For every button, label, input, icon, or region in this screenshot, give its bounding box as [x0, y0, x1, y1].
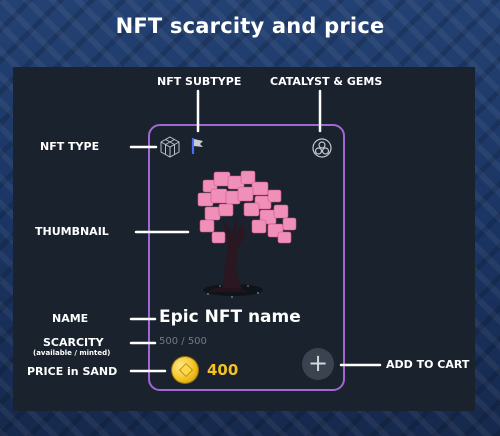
wireframe-cube-icon	[160, 136, 180, 158]
add-to-cart-button[interactable]: +	[302, 348, 334, 380]
label-add-to-cart: ADD TO CART	[386, 358, 470, 371]
thumbnail-tree	[197, 170, 297, 298]
nft-scarcity: 500 / 500	[159, 336, 207, 347]
nft-name: Epic NFT name	[159, 307, 301, 327]
label-scarcity: SCARCITY	[43, 336, 104, 349]
petal-sparkles	[207, 285, 259, 298]
leader-lines	[129, 89, 382, 373]
page-title: NFT scarcity and price	[115, 14, 385, 38]
plus-icon: +	[307, 349, 329, 377]
label-nft-type: NFT TYPE	[40, 140, 100, 153]
label-catalyst-gems: CATALYST & GEMS	[270, 75, 383, 88]
nft-price: 400	[207, 361, 239, 379]
label-price: PRICE in SAND	[27, 365, 118, 378]
blossom-canopy	[197, 170, 297, 244]
label-thumbnail: THUMBNAIL	[35, 225, 109, 238]
flag-icon	[191, 138, 203, 154]
nft-card[interactable]	[148, 124, 345, 391]
tree-trunk	[222, 216, 246, 290]
label-name: NAME	[52, 312, 89, 325]
sand-coin-icon	[172, 357, 198, 383]
label-nft-subtype: NFT SUBTYPE	[157, 75, 242, 88]
label-scarcity-sub: (available / minted)	[33, 349, 111, 357]
gem-slots-icon	[312, 138, 332, 158]
